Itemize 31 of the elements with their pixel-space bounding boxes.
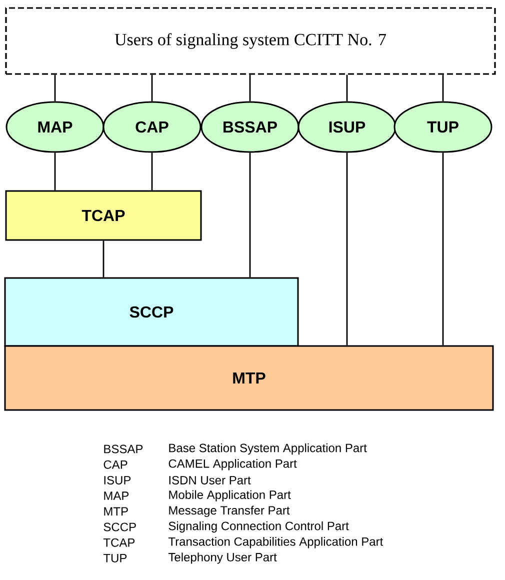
expansion: ISDN User Part (169, 476, 251, 484)
expansion: Signaling Connection Control Part (168, 521, 349, 533)
connector-line (151, 152, 153, 190)
layer-box: SCCP (4, 277, 299, 347)
expansion: Base Station System Application Part (169, 443, 367, 455)
connector-line (249, 152, 251, 278)
connector-line (442, 74, 444, 102)
expansion: Transaction Capabilities Application Part (168, 537, 384, 548)
abbreviation: MTP (104, 507, 128, 516)
layer-box: MTP (4, 345, 494, 411)
abbreviation: ISUP (104, 476, 131, 484)
connector-line (346, 74, 348, 102)
abbreviation: CAP (104, 460, 128, 469)
expansion: Message Transfer Part (169, 506, 290, 517)
connector-line (346, 152, 348, 346)
abbreviation: SCCP (104, 522, 136, 532)
expansion: Mobile Application Part (169, 490, 291, 502)
dashed-box: Users of signaling system CCITT No. 7 (5, 7, 496, 75)
connector-line (54, 152, 56, 190)
connector-line (102, 240, 104, 278)
abbreviation: TUP (103, 554, 127, 562)
abbreviation: BSSAP (104, 444, 143, 454)
layer-box: TCAP (5, 190, 202, 241)
expansion: CAMEL Application Part (168, 459, 297, 470)
connector-line (442, 152, 444, 346)
expansion: Telephony User Part (168, 552, 277, 564)
connector-line (151, 74, 153, 102)
connector-line (54, 74, 56, 102)
abbreviation: TCAP (103, 538, 135, 547)
abbreviation: MAP (104, 492, 129, 500)
connector-line (249, 74, 251, 102)
